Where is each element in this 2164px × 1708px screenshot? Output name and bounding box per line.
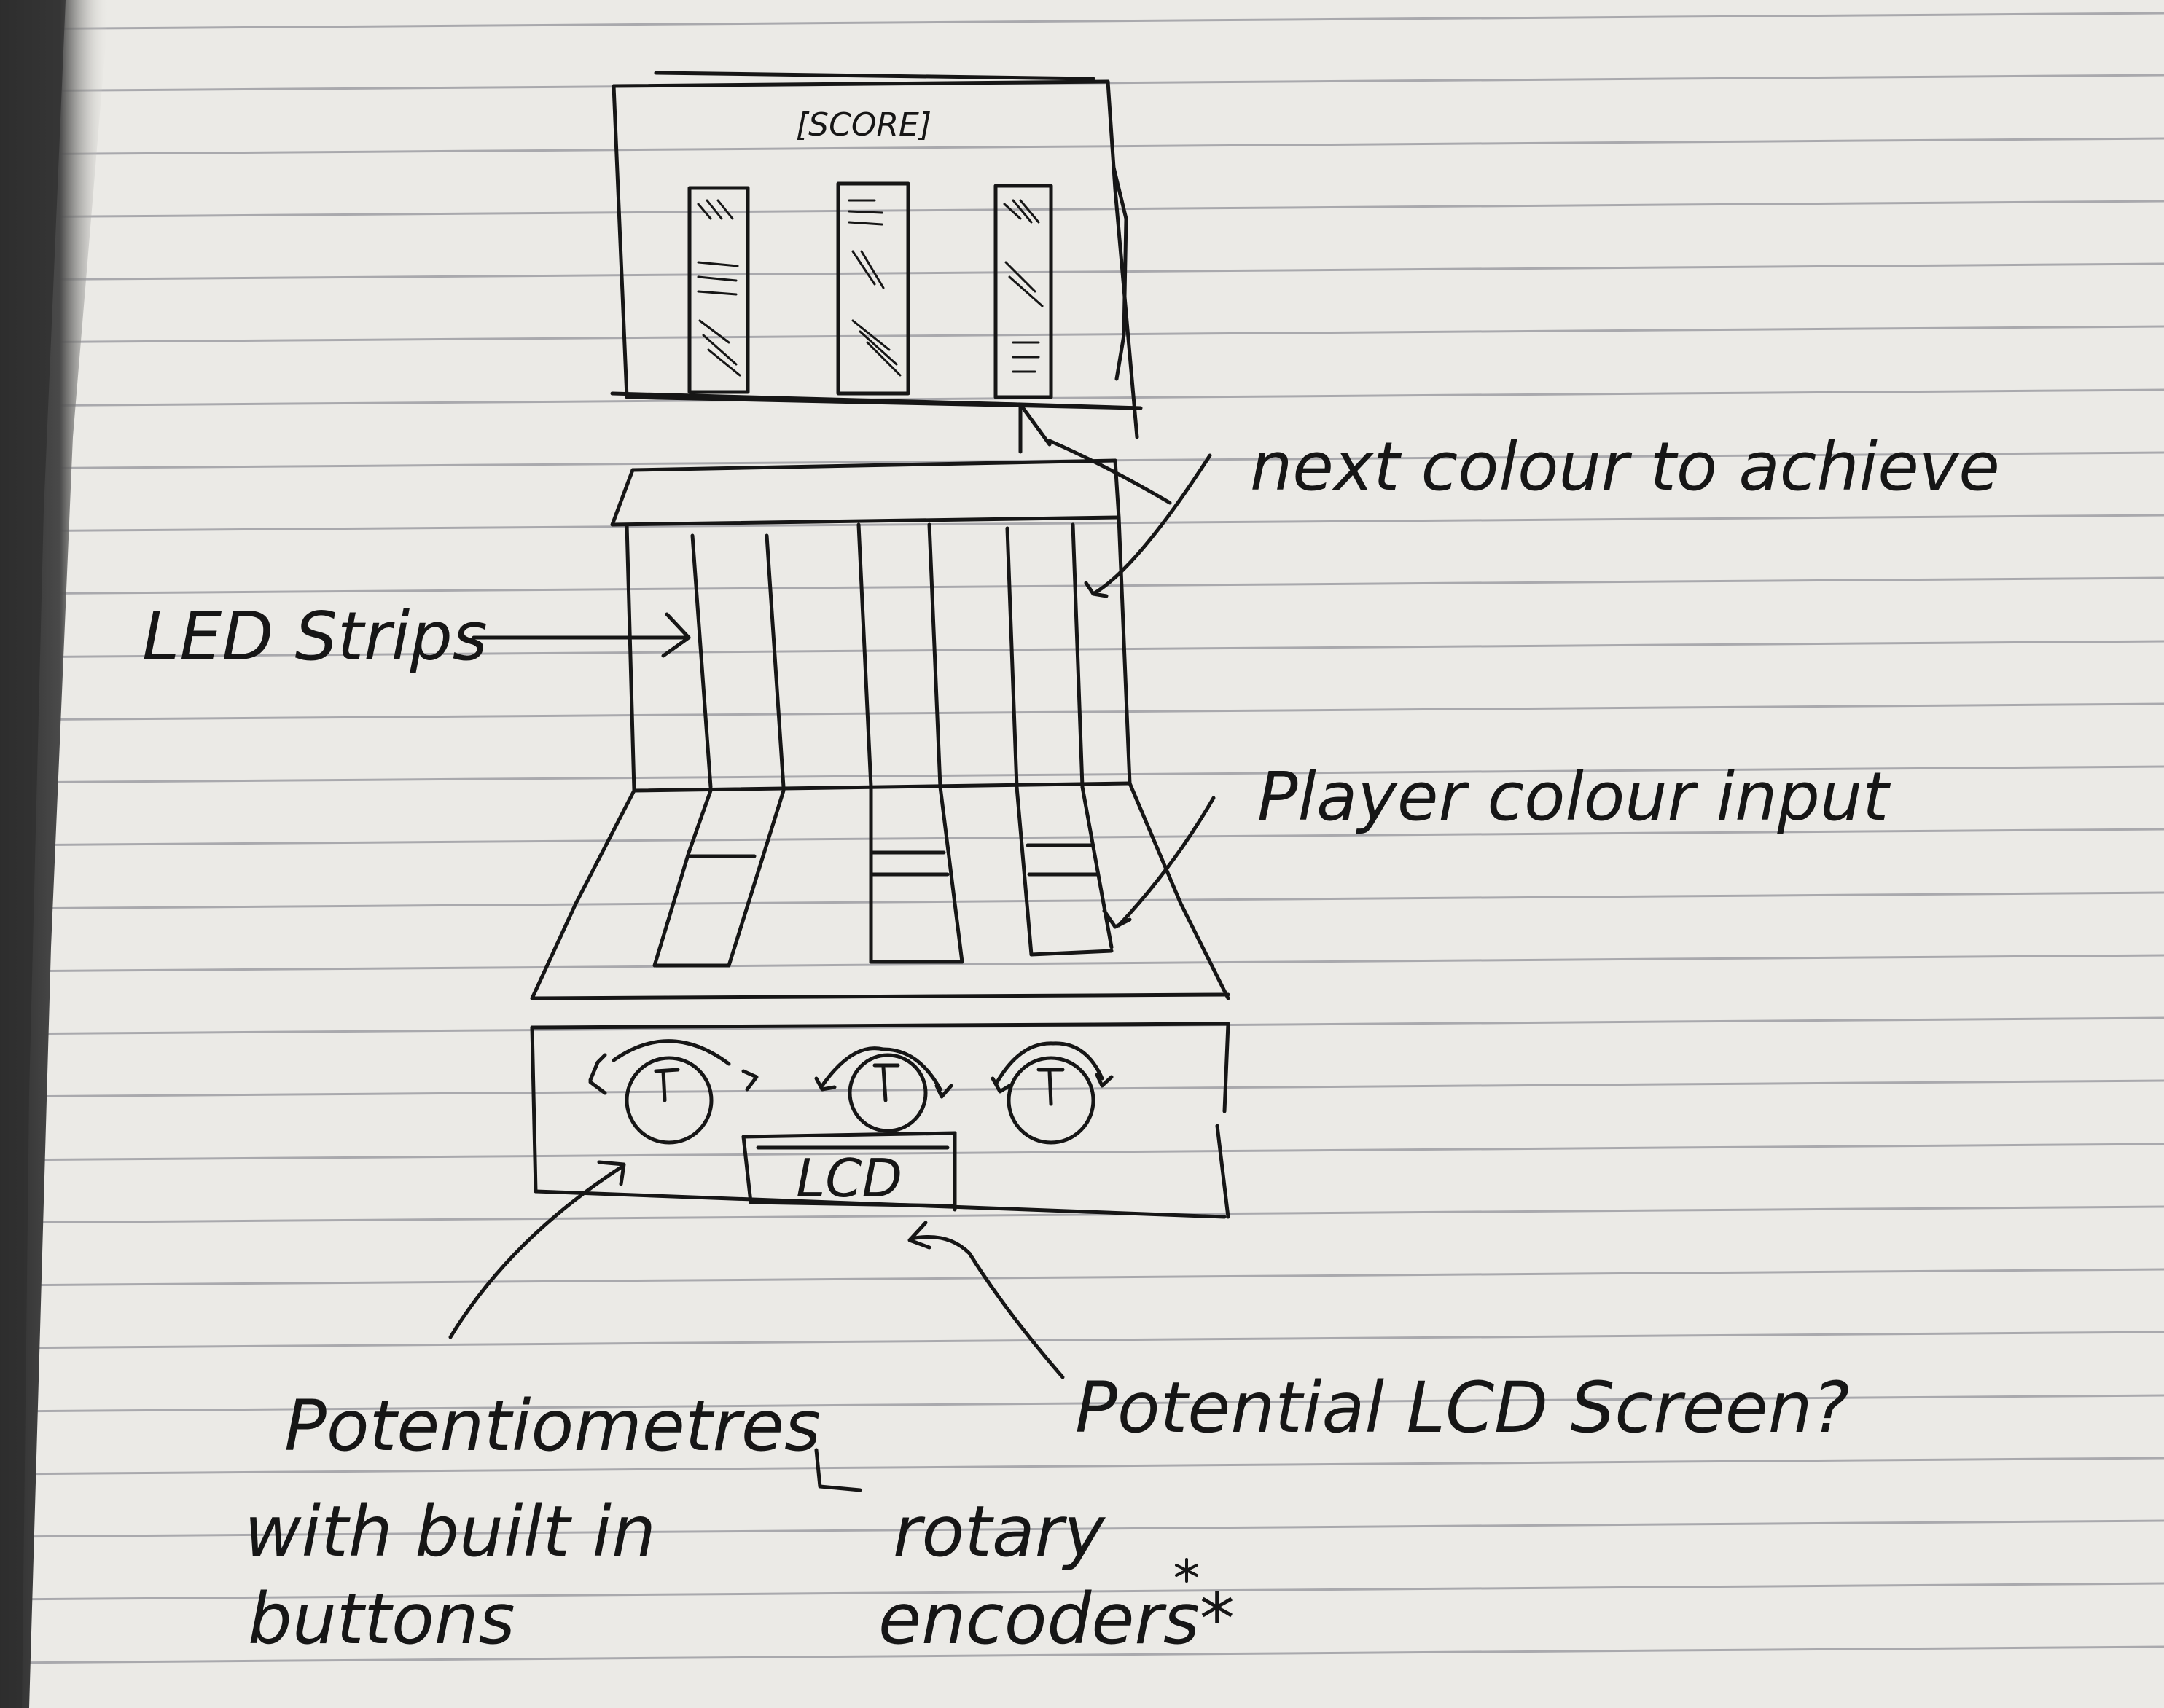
rotary-label-line2: encoders* [878, 1578, 1235, 1660]
sketch-drawing [448, 71, 1230, 1583]
potentiometres-label-line3: buttons [248, 1578, 515, 1660]
ruled-lines [0, 12, 2164, 1664]
annotation-arrows [448, 439, 1216, 1583]
control-panel [530, 1022, 1230, 1219]
led-strip-housing [610, 458, 1132, 793]
next-colour-label: next colour to achieve [1250, 428, 2000, 506]
led-strips-label: LED Strips [142, 598, 488, 675]
lcd-label: LCD [796, 1148, 902, 1209]
rotary-label-line1: rotary [893, 1491, 1106, 1572]
spine-shadow-core [0, 0, 66, 1708]
player-colour-label: Player colour input [1257, 758, 1891, 836]
potentiometres-label-line1: Potentiometres [284, 1385, 821, 1467]
score-display [610, 71, 1143, 454]
player-input-deck [530, 781, 1230, 1000]
score-label: [SCORE] [796, 106, 931, 144]
potential-lcd-label: Potential LCD Screen? [1075, 1367, 1850, 1449]
potentiometres-label-line2: with built in [244, 1491, 656, 1572]
